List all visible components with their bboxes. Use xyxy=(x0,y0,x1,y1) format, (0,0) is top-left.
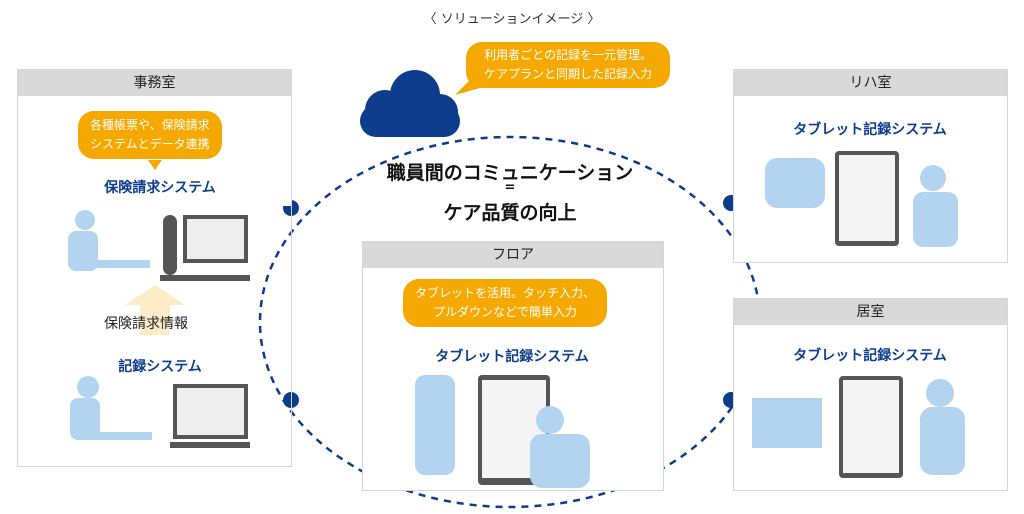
floor-tablet-illustration xyxy=(415,375,590,488)
floor-callout: タブレットを活用。タッチ入力、プルダウンなどで簡単入力 xyxy=(403,279,608,327)
insurance-info-label: 保険請求情報 xyxy=(104,316,188,332)
insurance-system-label: 保険請求システム xyxy=(104,180,216,196)
office-workstation-illustration xyxy=(68,210,250,281)
rehab-system-label: タブレット記録システム xyxy=(793,122,947,138)
floor-system-label: タブレット記録システム xyxy=(435,349,589,365)
cloud-icon xyxy=(360,70,460,137)
upload-arrow-icon xyxy=(125,285,185,335)
room-header: 居室 xyxy=(734,299,1007,325)
floor-header: フロア xyxy=(363,242,663,268)
diagram-title: 〈 ソリューションイメージ 〉 xyxy=(423,12,601,27)
office-header: 事務室 xyxy=(18,70,291,96)
rehab-tablet-illustration xyxy=(765,151,958,247)
rehab-header: リハ室 xyxy=(734,70,1007,96)
center-equals: = xyxy=(504,180,516,195)
record-system-label: 記録システム xyxy=(118,359,202,375)
center-line2: ケア品質の向上 xyxy=(443,202,577,224)
room-tablet-illustration xyxy=(752,376,965,478)
record-workstation-illustration xyxy=(70,376,250,448)
center-line1: 職員間のコミュニケーション xyxy=(386,162,634,184)
office-callout: 各種帳票や、保険請求システムとデータ連携 xyxy=(78,111,222,159)
room-system-label: タブレット記録システム xyxy=(793,348,947,364)
cloud-callout: 利用者ごとの記録を一元管理。ケアプランと同期した記録入力 xyxy=(466,42,671,88)
